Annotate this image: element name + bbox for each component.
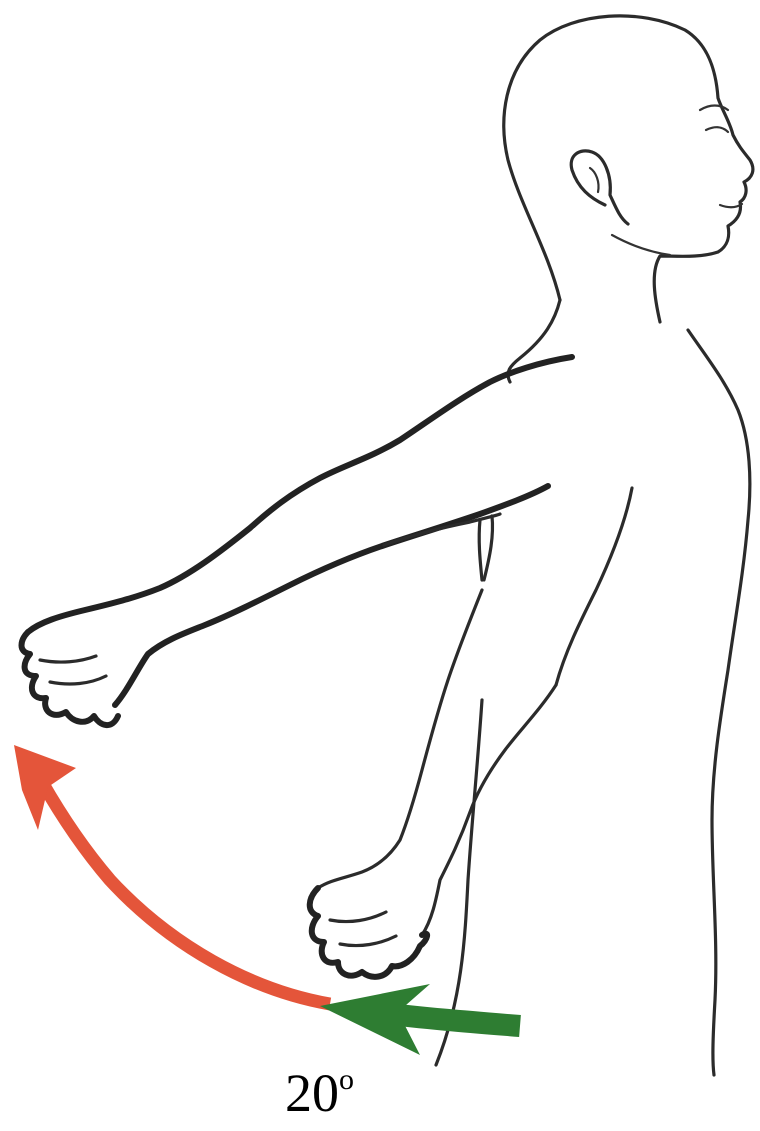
hanging-arm [310,590,556,977]
degree-symbol: o [339,1063,354,1096]
raised-arm [22,357,573,725]
start-arrow [320,984,520,1055]
angle-value: 20 [285,1063,339,1123]
torso [436,300,750,1075]
angle-label: 20o [285,1063,354,1131]
motion-arrow [14,745,330,1004]
head [504,16,753,322]
